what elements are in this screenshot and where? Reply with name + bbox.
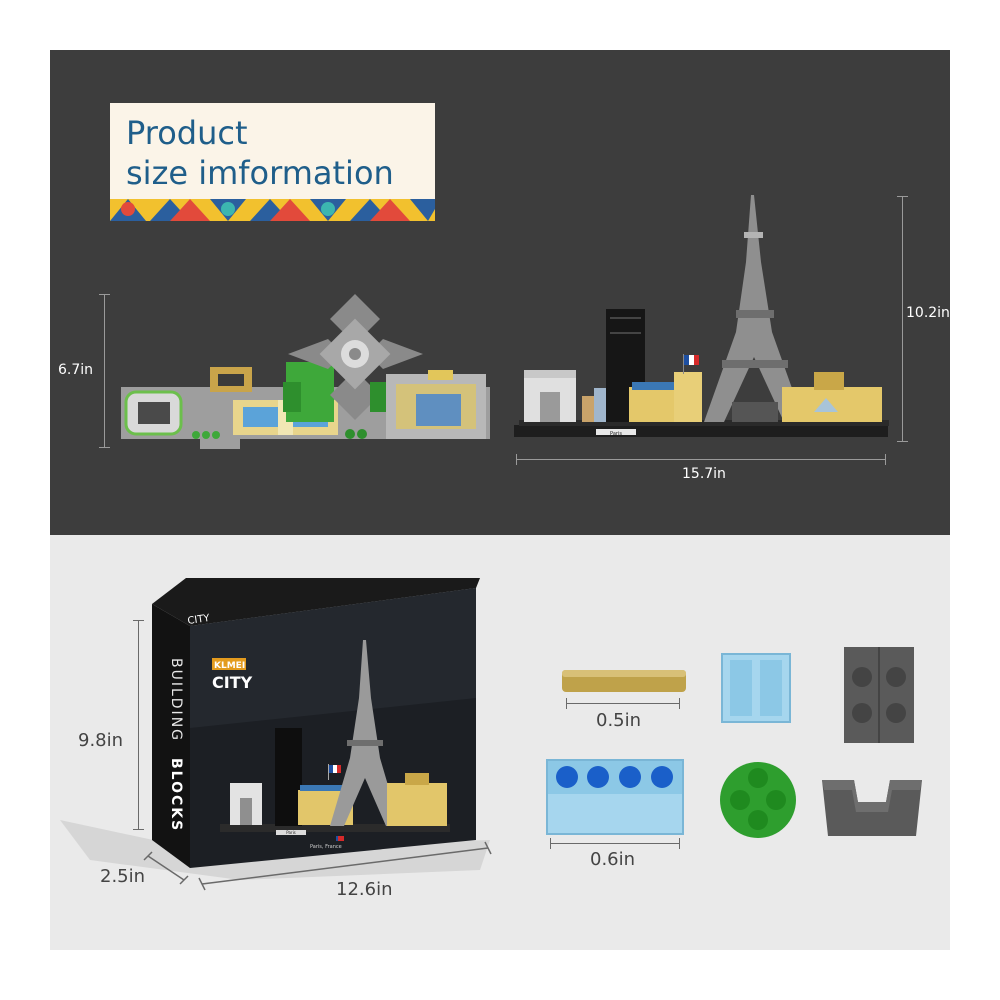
- plan-height-line: [104, 294, 105, 448]
- skyline-width-tick-right: [885, 454, 886, 465]
- skyline-height-line: [902, 196, 903, 442]
- skyline-height-label: 10.2in: [906, 305, 950, 321]
- rod-length-line: [566, 703, 680, 704]
- skyline-height-tick-top: [897, 196, 908, 197]
- clear-blue-brick-piece: [721, 653, 791, 723]
- box-height-tick-bottom: [133, 829, 144, 830]
- skyline-height-tick-bottom: [897, 441, 908, 442]
- green-round-plate-piece: [720, 762, 796, 838]
- plan-height-label: 6.7in: [58, 362, 94, 378]
- dark-gray-bracket-piece: [822, 780, 922, 836]
- skyline-model: Paris: [514, 195, 889, 437]
- decorative-pattern: [110, 199, 435, 221]
- rod-tick-left: [566, 698, 567, 709]
- clear-blue-plate-piece: [546, 759, 684, 835]
- box-height-line: [138, 620, 139, 830]
- title-card: Product size imformation: [110, 103, 435, 221]
- skyline-width-label: 15.7in: [682, 466, 726, 482]
- box-side-text-bold: BLOCKS: [168, 758, 184, 832]
- box-base-label: Paris: [286, 830, 296, 835]
- box-depth-label: 2.5in: [100, 866, 146, 887]
- skyline-width-line: [516, 459, 886, 460]
- box-height-label: 9.8in: [78, 730, 124, 751]
- box-series: CITY: [212, 673, 253, 692]
- box-width-line: [198, 841, 492, 891]
- rod-length-label: 0.5in: [596, 710, 642, 731]
- plan-view-model: [121, 294, 490, 449]
- rod-tick-right: [679, 698, 680, 709]
- title-line-1: Product: [126, 114, 248, 152]
- box-brand: KLMEI: [214, 661, 245, 671]
- box-depth-line: [143, 851, 189, 885]
- page-title: Product size imformation: [126, 113, 394, 193]
- plate-tick-right: [679, 838, 680, 849]
- box-corner-label: CITY: [187, 613, 211, 627]
- skyline-base-label: Paris: [610, 431, 622, 437]
- product-box: BUILDING BLOCKS CITY KLMEI CITY Paris Pa…: [152, 578, 480, 868]
- dark-gray-plate-piece: [844, 647, 914, 743]
- skyline-width-tick-left: [516, 454, 517, 465]
- plate-length-line: [550, 843, 680, 844]
- box-width-label: 12.6in: [336, 879, 393, 900]
- box-place-label: Paris, France: [310, 844, 342, 850]
- title-line-2: size imformation: [126, 154, 394, 192]
- plan-height-tick-top: [99, 294, 110, 295]
- box-height-tick-top: [133, 620, 144, 621]
- box-side-text: BUILDING: [168, 658, 184, 742]
- gold-rod-piece: [562, 670, 686, 692]
- plan-height-tick-bottom: [99, 447, 110, 448]
- plate-length-label: 0.6in: [590, 849, 636, 870]
- plate-tick-left: [550, 838, 551, 849]
